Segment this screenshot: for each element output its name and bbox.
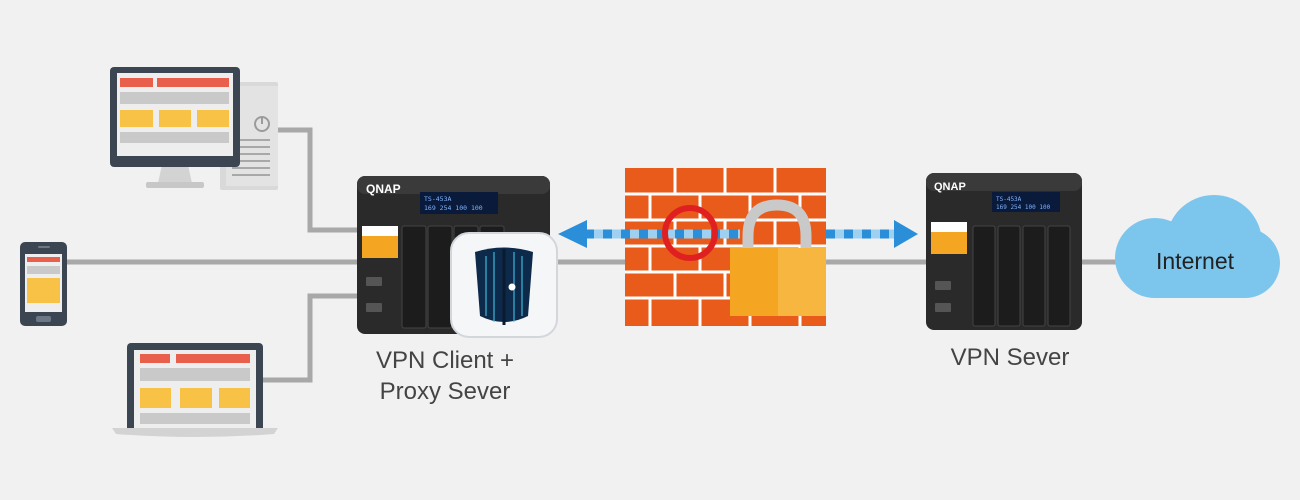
nas-lcd-line2: 169 254 100 100 xyxy=(424,204,483,212)
blocked-ring-icon xyxy=(662,205,718,261)
cloud-icon xyxy=(1115,195,1280,298)
padlock-icon xyxy=(730,199,826,316)
nas-server-icon: QNAP TS-453A 169 254 100 100 xyxy=(926,173,1082,330)
vpn-client-label: VPN Client + Proxy Sever xyxy=(340,345,550,407)
vpn-shield-icon xyxy=(450,232,558,338)
nas-lcd-line1: TS-453A xyxy=(424,195,451,203)
nas-brand-text: QNAP xyxy=(366,182,401,196)
internet-label: Internet xyxy=(1156,248,1234,274)
nas-lcd-line1: TS-453A xyxy=(996,196,1022,203)
laptop-icon xyxy=(112,343,278,437)
smartphone-icon xyxy=(20,242,67,326)
nas-brand-text: QNAP xyxy=(934,181,966,193)
vpn-client-label-line1: VPN Client + xyxy=(375,347,515,374)
connector-desktop xyxy=(276,127,362,233)
connector-laptop xyxy=(262,293,362,383)
vpn-server-label: VPN Sever xyxy=(905,342,1115,373)
desktop-computer-icon xyxy=(110,67,278,190)
vpn-server-label-text: VPN Sever xyxy=(950,344,1070,371)
connectors xyxy=(66,127,1120,383)
vpn-client-label-line2: Proxy Sever xyxy=(379,378,511,405)
tunnel-arrow-right xyxy=(826,220,918,248)
nas-lcd-line2: 169 254 100 100 xyxy=(996,204,1051,211)
